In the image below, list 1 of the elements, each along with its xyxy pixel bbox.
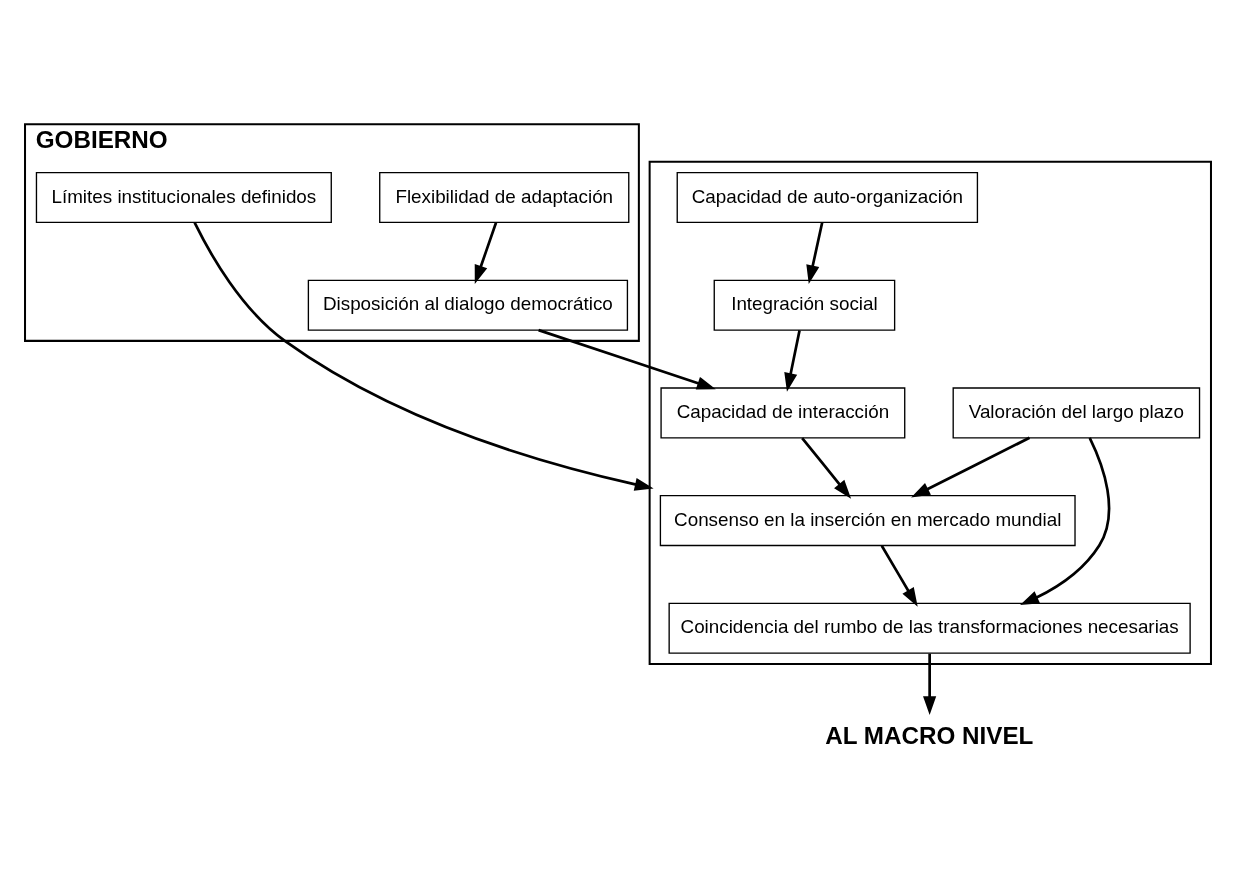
node-text: AL MACRO NIVEL: [825, 721, 1034, 749]
